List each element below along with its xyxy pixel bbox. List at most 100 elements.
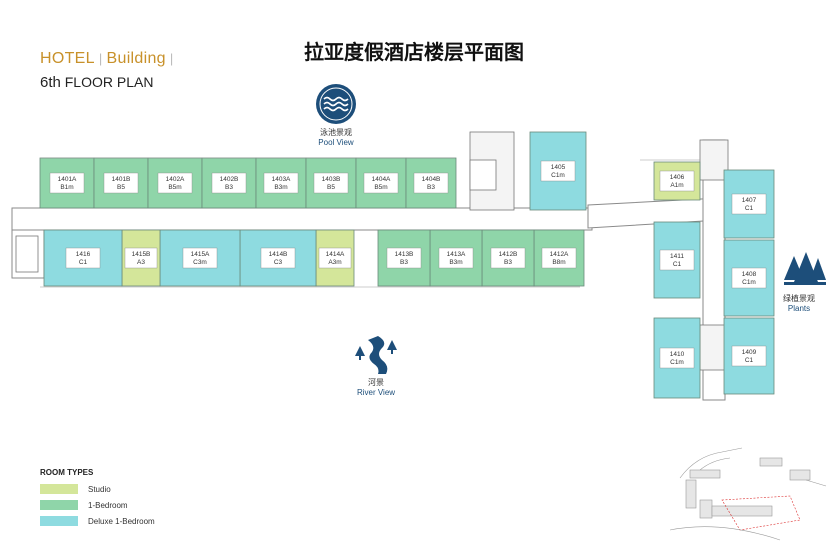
room-label-box — [313, 172, 349, 194]
room-number: 1408 — [742, 271, 757, 278]
room-number: 1414A — [326, 251, 345, 258]
room-number: 1411 — [670, 253, 684, 260]
pool-view-zh: 泳池景观 — [320, 128, 352, 137]
pool-view-en: Pool View — [318, 138, 354, 147]
plants-view-en: Plants — [787, 304, 811, 313]
room-label-box — [659, 249, 695, 271]
legend-label: 1-Bedroom — [88, 500, 128, 510]
room-number: 1414B — [269, 251, 288, 258]
hotel-label: HOTEL — [40, 50, 95, 67]
room-type: C1m — [551, 172, 565, 179]
service-cores — [15, 131, 729, 371]
room-number: 1407 — [742, 197, 757, 204]
room-type: A1m — [670, 182, 683, 189]
room-number: 1404A — [372, 176, 391, 183]
room-type: C1 — [79, 259, 88, 266]
page-title: 拉亚度假酒店楼层平面图 — [304, 40, 524, 64]
river-view-label: 河景 River View — [336, 378, 416, 398]
room-number: 1402B — [220, 176, 239, 183]
room-type: C1m — [670, 359, 684, 366]
legend-item-1-bedroom: 1-Bedroom — [40, 500, 128, 510]
room-type: C3m — [193, 259, 207, 266]
room-label-box — [438, 247, 474, 269]
room-number: 1405 — [551, 164, 566, 171]
room-label-box — [659, 170, 695, 192]
room-number: 1413A — [447, 251, 466, 258]
room-label-box — [157, 172, 193, 194]
hotel-building-label: HOTEL|Building| — [40, 50, 178, 68]
room-label-box — [363, 172, 399, 194]
legend-swatch — [40, 500, 78, 510]
floor-plan-label: 6th FLOOR PLAN — [40, 74, 153, 91]
room-label-box — [263, 172, 299, 194]
room-number: 1401A — [58, 176, 77, 183]
room-label-box — [731, 193, 767, 215]
room-number: 1406 — [670, 174, 685, 181]
room-type: C1 — [745, 357, 754, 364]
room-label-box — [540, 160, 576, 182]
legend-label: Studio — [88, 484, 111, 494]
river-view-en: River View — [356, 388, 396, 397]
legend-item-deluxe-1-bedroom: Deluxe 1-Bedroom — [40, 516, 155, 526]
room-label-box — [318, 247, 352, 269]
room-label-box — [413, 172, 449, 194]
building-label: Building — [106, 50, 166, 67]
room-number: 1410 — [670, 351, 685, 358]
site-map — [669, 447, 827, 541]
room-type: B1m — [60, 184, 73, 191]
room-label-box — [490, 247, 526, 269]
room-number: 1413B — [395, 251, 414, 258]
room-number: 1412B — [499, 251, 518, 258]
river-view-icon — [355, 336, 397, 374]
room-number: 1403A — [272, 176, 291, 183]
room-label-box — [659, 347, 695, 369]
plants-view-label: 绿植景观 Plants — [770, 294, 828, 314]
room-label-box — [65, 247, 101, 269]
wall-lines — [40, 157, 700, 288]
pool-view-icon — [316, 84, 356, 124]
room-number: 1402A — [166, 176, 185, 183]
legend-swatch — [40, 516, 78, 526]
room-type: B5m — [168, 184, 181, 191]
room-number: 1404B — [422, 176, 441, 183]
legend-label: Deluxe 1-Bedroom — [88, 516, 155, 526]
room-label-box — [731, 267, 767, 289]
room-type: C1 — [673, 261, 682, 268]
room-number: 1415B — [132, 251, 151, 258]
room-number: 1403B — [322, 176, 341, 183]
pool-view-label: 泳池景观 Pool View — [296, 128, 376, 148]
room-label-box — [103, 172, 139, 194]
room-label-box — [541, 247, 577, 269]
room-label-box — [182, 247, 218, 269]
room-number: 1401B — [112, 176, 131, 183]
floor-plan-text: FLOOR PLAN — [64, 74, 154, 90]
room-label-box — [211, 172, 247, 194]
plants-icon — [784, 252, 826, 285]
room-number: 1412A — [550, 251, 569, 258]
floor-number: 6th — [40, 74, 61, 91]
